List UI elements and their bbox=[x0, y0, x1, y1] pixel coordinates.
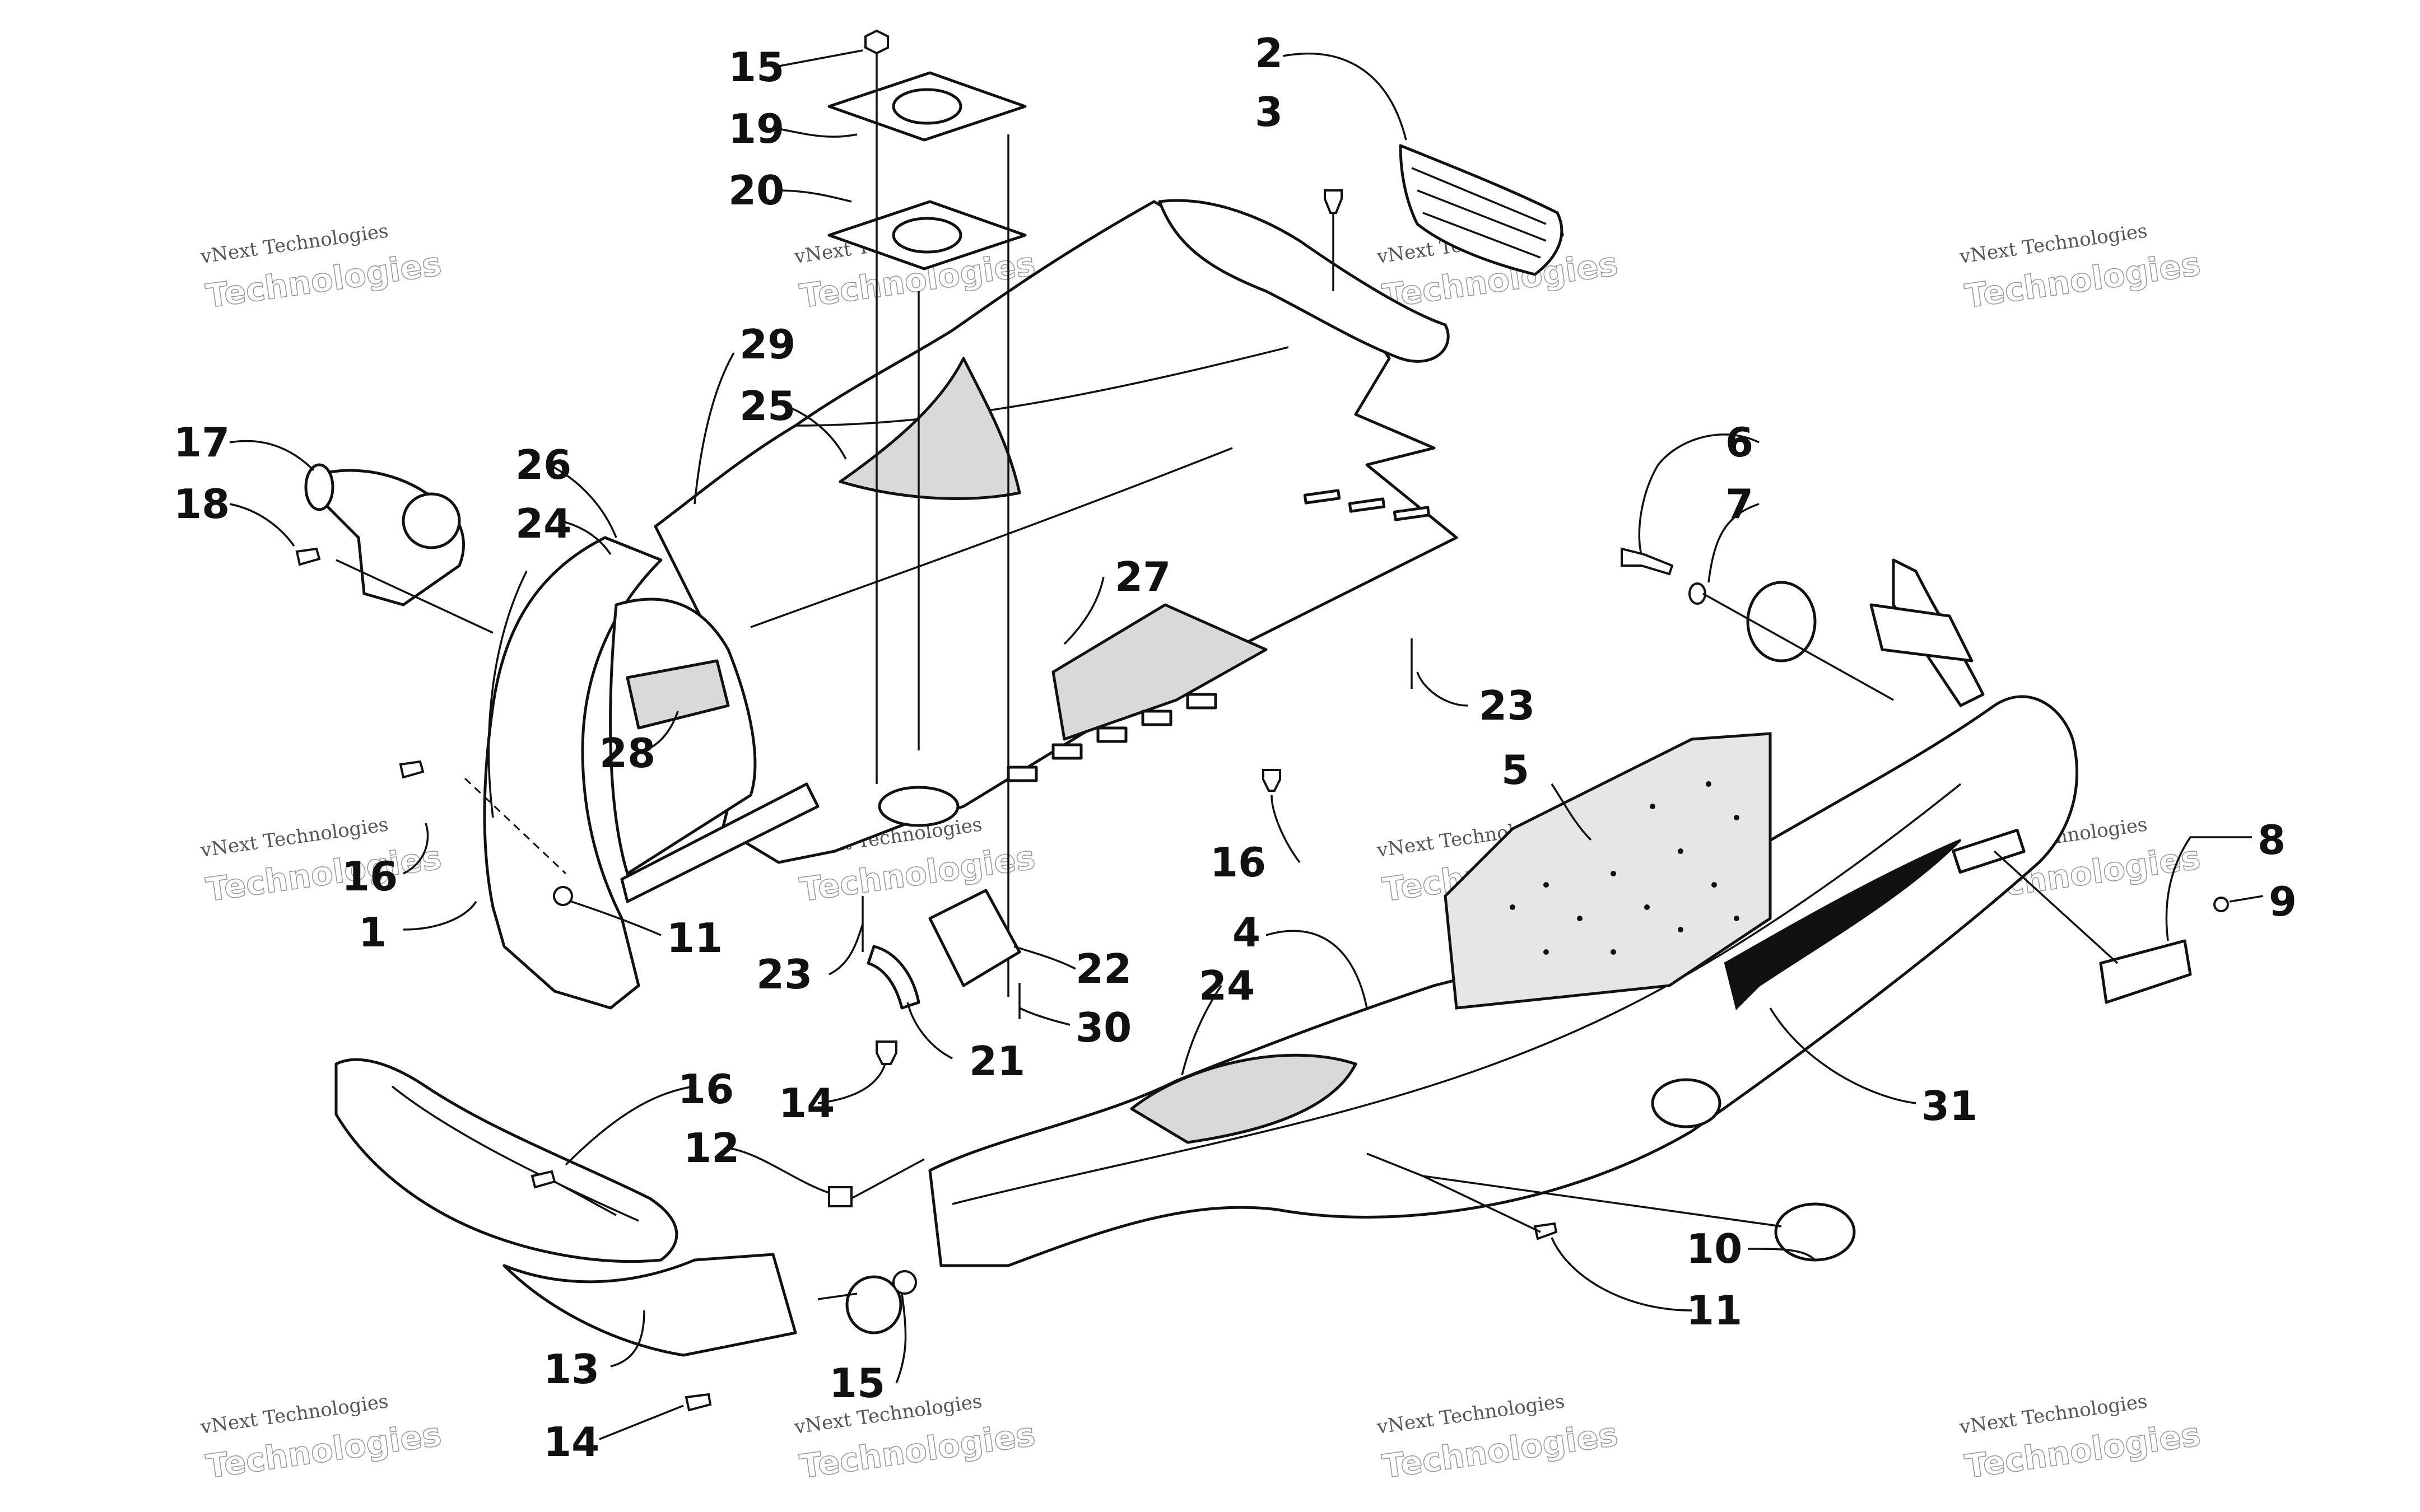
screw-14-top bbox=[876, 1040, 897, 1065]
screw-16-center bbox=[1262, 769, 1281, 792]
grille-slats bbox=[1411, 167, 1547, 259]
callout-14-bottom: 14 bbox=[543, 1418, 599, 1466]
callout-11-right: 11 bbox=[1686, 1287, 1742, 1334]
washer-7 bbox=[1688, 582, 1706, 605]
callout-12: 12 bbox=[683, 1124, 739, 1172]
foam-texture bbox=[1510, 781, 1739, 955]
screw-18 bbox=[295, 547, 321, 566]
nut-15 bbox=[864, 29, 889, 55]
panel-tab bbox=[1952, 828, 2026, 874]
screw-11-left bbox=[553, 886, 573, 906]
bumper-part bbox=[334, 1058, 678, 1263]
callout-15-top: 15 bbox=[728, 44, 784, 91]
liner-vent bbox=[626, 659, 730, 730]
callout-3: 3 bbox=[1255, 88, 1283, 136]
assembly-line bbox=[336, 559, 494, 634]
washer-disc-bottom bbox=[845, 1275, 902, 1334]
panel-arm-bracket bbox=[1869, 603, 1974, 662]
screw-16-left bbox=[399, 760, 425, 779]
callout-15-bottom: 15 bbox=[829, 1360, 885, 1407]
decal-part bbox=[1724, 839, 1962, 1010]
callout-10: 10 bbox=[1686, 1225, 1742, 1272]
plate-22 bbox=[928, 889, 1021, 987]
panel-recess bbox=[1651, 1078, 1721, 1128]
washer-disc bbox=[1746, 581, 1817, 662]
belly-pan-recess bbox=[1051, 603, 1268, 741]
liner-flange bbox=[620, 782, 820, 903]
callout-13: 13 bbox=[543, 1346, 599, 1393]
assembly-line bbox=[851, 1158, 925, 1200]
callout-leaders bbox=[229, 49, 2264, 1440]
callout-11-left: 11 bbox=[667, 914, 723, 962]
left-panel-edge bbox=[487, 571, 528, 818]
callout-28: 28 bbox=[599, 730, 655, 777]
callout-8: 8 bbox=[2258, 816, 2286, 864]
screw-3 bbox=[1324, 189, 1343, 214]
callout-4: 4 bbox=[1232, 909, 1260, 956]
callout-30: 30 bbox=[1076, 1004, 1132, 1051]
callout-16-left: 16 bbox=[342, 853, 398, 900]
callout-2: 2 bbox=[1255, 30, 1283, 77]
callout-16-center: 16 bbox=[1210, 839, 1266, 886]
callout-16-bumper: 16 bbox=[678, 1066, 734, 1113]
callout-20: 20 bbox=[728, 167, 784, 214]
right-panel-crease bbox=[952, 783, 1962, 1205]
grille-part bbox=[1399, 144, 1563, 276]
belly-pan-crease bbox=[750, 447, 1233, 628]
part-drawings bbox=[295, 29, 2229, 1412]
callout-14-top: 14 bbox=[779, 1080, 835, 1127]
callout-24-bottom: 24 bbox=[1199, 962, 1255, 1009]
assembly-line bbox=[1702, 592, 1894, 701]
callout-23-left: 23 bbox=[756, 951, 812, 998]
callout-1: 1 bbox=[359, 909, 387, 956]
callout-31: 31 bbox=[1921, 1082, 1977, 1130]
screw-14-bottom bbox=[685, 1393, 712, 1412]
plate-20-hole bbox=[892, 217, 962, 254]
clip-12 bbox=[828, 1186, 853, 1207]
hood-side-part bbox=[1158, 199, 1450, 363]
callouts: 15 19 20 2 3 29 25 26 24 17 18 27 28 23 … bbox=[174, 30, 2297, 1466]
belly-pan-crease bbox=[795, 346, 1289, 427]
assembly-dash bbox=[464, 777, 567, 875]
cap-10 bbox=[1774, 1202, 1856, 1262]
nut-15-bottom bbox=[892, 1270, 917, 1295]
callout-23-right: 23 bbox=[1479, 682, 1535, 729]
left-side-panel-part bbox=[483, 536, 663, 1010]
belly-pan-scoop bbox=[839, 357, 1021, 500]
belly-pan-hole bbox=[878, 786, 960, 827]
assembly-line bbox=[554, 1180, 617, 1216]
callout-17: 17 bbox=[174, 419, 230, 466]
callout-9: 9 bbox=[2269, 878, 2297, 925]
callout-5: 5 bbox=[1501, 746, 1529, 794]
assembly-line bbox=[1993, 850, 2119, 964]
screw-9 bbox=[2213, 897, 2229, 912]
callout-7: 7 bbox=[1725, 480, 1753, 528]
callout-22: 22 bbox=[1076, 945, 1132, 992]
callout-24-top: 24 bbox=[515, 500, 571, 547]
screw-11-right bbox=[1533, 1222, 1558, 1240]
callout-26: 26 bbox=[515, 441, 571, 488]
right-panel-wheel-bump bbox=[1130, 1053, 1357, 1144]
skid-plate-part bbox=[502, 1253, 797, 1357]
bumper-crease bbox=[391, 1085, 639, 1222]
plate-19-hole bbox=[892, 88, 962, 125]
bolt-6 bbox=[1621, 547, 1674, 576]
boot-opening bbox=[402, 492, 461, 549]
plate-8 bbox=[2099, 939, 2192, 1004]
boot-nozzle bbox=[304, 463, 334, 511]
belly-pan-slots bbox=[1007, 489, 1431, 782]
bracket-21 bbox=[867, 945, 920, 1010]
callout-27: 27 bbox=[1115, 553, 1171, 600]
callout-25: 25 bbox=[739, 382, 795, 430]
callout-19: 19 bbox=[728, 105, 784, 152]
assembly-line bbox=[817, 1292, 858, 1300]
foam-part bbox=[1444, 732, 1772, 1010]
assembly-line bbox=[1422, 1175, 1541, 1233]
callout-6: 6 bbox=[1725, 419, 1753, 466]
callout-29: 29 bbox=[739, 321, 795, 368]
callout-18: 18 bbox=[174, 480, 230, 528]
callout-21: 21 bbox=[969, 1038, 1025, 1085]
